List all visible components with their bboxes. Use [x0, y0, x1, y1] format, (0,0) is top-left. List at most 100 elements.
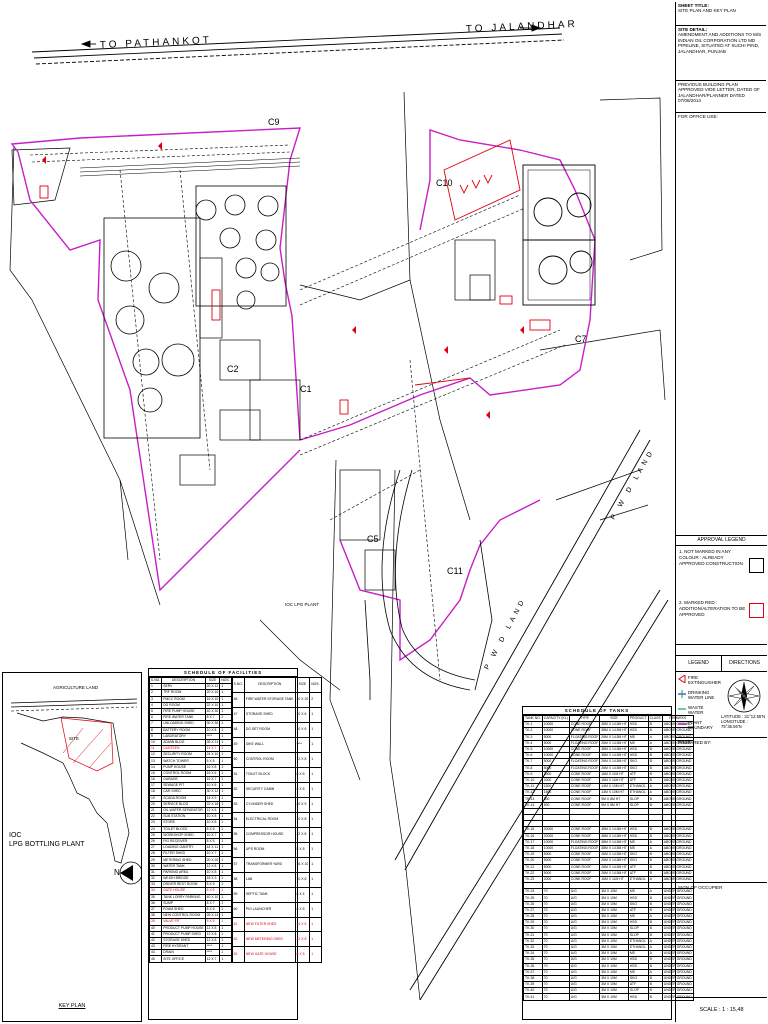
key-plan-ioc: IOC LPG BOTTLING PLANT [9, 831, 84, 849]
scale: SCALE : 1 : 15,48 [676, 997, 767, 1023]
facility2-cell: **** [294, 736, 311, 753]
facility2-cell: 10 X 6 [294, 706, 311, 723]
tank-cell: 48M X 14.5M HT [599, 826, 629, 834]
tank-cell: 26M X 14.5M HT [599, 758, 629, 766]
facility2-cell: 54 [231, 811, 245, 828]
approval-item-existing: 1. NOT MARKED IN ANY COLOUR : ALREADY AP… [676, 546, 767, 597]
plant-boundary-line-icon [678, 723, 686, 725]
road-to-jalandhar: TO JALANDHAR [466, 19, 578, 35]
facility-cell: 45 [148, 955, 163, 963]
facility-cell: TANK LORRY PARKING [161, 893, 206, 901]
facility2-cell: 5 X 5 [294, 781, 311, 798]
approval-box-black [749, 558, 764, 574]
office-use-cell: FOR OFFICE USE: [676, 113, 766, 120]
facility-cell: 20 X 12 [204, 683, 221, 691]
facility-cell: 40 X 10 [204, 893, 221, 901]
facility-cell: 30 X 12 [204, 788, 221, 796]
sheet-title-label: SHEET TITLE: [678, 3, 709, 8]
approval-legend: APPROVAL LEGEND 1. NOT MARKED IN ANY COL… [676, 535, 767, 645]
land-parcels [9, 91, 666, 1001]
facility-header-cell: S.NO. [148, 676, 163, 685]
facility2-header-cell: S.NO. [231, 677, 245, 693]
facility2-cell: FIRE WATER STORAGE TANK [243, 691, 296, 708]
legend-fire-extinguisher: FIRE EXTINGUISHER [678, 675, 721, 685]
tanks-caption: SCHEDULE OF TANKS [523, 707, 671, 715]
facility2-cell: 10 X 8 [294, 811, 311, 828]
label-c10: C10 [436, 178, 453, 188]
tank-row [523, 813, 694, 822]
facility2-header-cell: SIZE [294, 677, 311, 693]
facility2-cell: 1 [309, 901, 322, 918]
fire-extinguisher-icon [678, 675, 686, 683]
tank-cell: FLOATING ROOF [568, 758, 601, 766]
approval-item-existing-text: 1. NOT MARKED IN ANY COLOUR : ALREADY AP… [679, 549, 743, 567]
label-c7: C7 [575, 334, 587, 344]
facility-cell: PRODUCT PUMP SHED [161, 930, 206, 938]
legend-items: FIRE EXTINGUISHER DRINKING WATER LINE WA… [676, 672, 721, 735]
facility2-cell: 1 [309, 721, 322, 738]
latitude: LATITUDE : 31°12.55'N [721, 714, 766, 719]
label-c11: C11 [447, 566, 463, 576]
facility2-cell: STORAGE SHED [243, 706, 296, 723]
tank-farm-right [522, 164, 596, 306]
facility2-cell: 8 X 5 [294, 901, 311, 918]
site-detail-label: SITE DETAIL: [678, 27, 708, 32]
facility2-cell: 1 [309, 856, 322, 873]
facility2-cell: 1 [309, 706, 322, 723]
tank-cell: 38M X 14.5M HT [599, 745, 629, 754]
tank-cell: U/G [568, 993, 601, 1001]
north-arrow [119, 861, 141, 885]
previous-plan-cell: PREVIOUS BUILDING PLAN APPROVED VIDE LET… [676, 81, 766, 113]
facility2-cell: TOILET BLOCK [243, 766, 296, 783]
facility2-cell: 56 [231, 841, 245, 858]
buildings [179, 239, 496, 591]
facility2-cell: 8 X 6 [294, 841, 311, 858]
facility-cell: 20 X 10 [204, 689, 221, 697]
facility2-cell: COMPRESSOR HOUSE [243, 826, 296, 843]
facility2-cell: CONTROL ROOM [243, 751, 296, 768]
facility2-cell: 20 X 9 [294, 796, 311, 813]
zone-labels: C1 C2 C5 C7 C9 C10 C11 IOC LPG PLANT [227, 117, 587, 607]
key-plan-site: SITE [69, 736, 80, 741]
tank-header-cell: CLASS [647, 714, 663, 723]
facility2-cell: 57 [231, 856, 245, 873]
tank-header-cell: TANK NO. [523, 714, 543, 723]
facility2-cell: 1 [309, 796, 322, 813]
tank-cell: ETHANOL [627, 937, 649, 945]
tank-header-cell: PRODUCT [627, 714, 649, 723]
facility2-cell: 46 [231, 691, 245, 708]
facility2-cell: 1 [309, 811, 322, 828]
tank-cell: HSD [627, 993, 649, 1001]
previous-plan: PREVIOUS BUILDING PLAN APPROVED VIDE LET… [678, 82, 760, 104]
site-detail-cell: SITE DETAIL: AMENDMENT AND ADDITIONS TO … [676, 26, 766, 81]
longitude: LONGITUDE : 75°35.56'N [721, 719, 748, 729]
internal-roads [29, 144, 566, 681]
compass-rose-icon [727, 679, 761, 713]
tank-cell: FLOATING ROOF [568, 739, 601, 747]
tank-cell: 26M X 14.5M HT [599, 857, 629, 865]
facility-cell: 26 X 14 [204, 912, 221, 920]
facility2-cell: 61 [231, 916, 245, 933]
tank-cell: FLOATING ROOF [568, 838, 601, 846]
facility2-cell: 48 [231, 721, 245, 738]
facility-cell: 22 X 16 [204, 800, 221, 808]
